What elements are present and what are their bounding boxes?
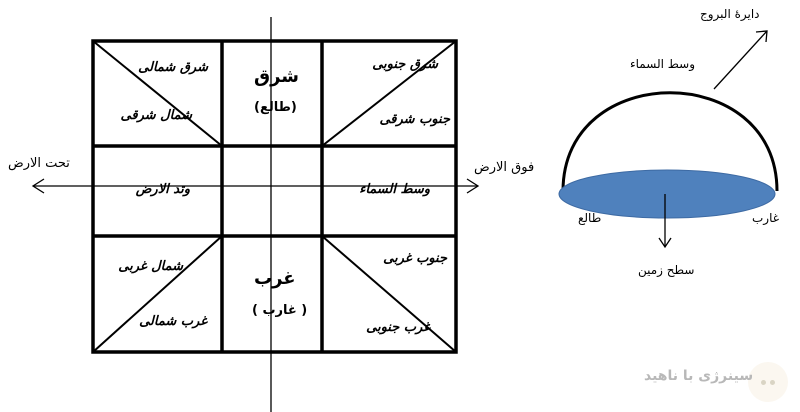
label-imum-coeli: وتد الارض [135, 182, 190, 197]
label-west-south: غرب جنوبی [366, 320, 430, 335]
label-setting: غارب [752, 211, 780, 225]
arrow-up-right-icon [755, 30, 768, 43]
arrow-left-icon [31, 178, 45, 194]
label-north-east: شمال شرقی [120, 108, 192, 123]
axes [31, 17, 480, 412]
label-rising: طالع [578, 211, 602, 225]
label-east: شرق [254, 66, 299, 87]
label-east-south: شرق جنوبی [372, 57, 438, 72]
label-north-west: شمال غربی [118, 259, 183, 274]
label-below-earth: تحت الارض [8, 156, 70, 171]
label-south-west: جنوب غربی [383, 251, 447, 266]
label-earth-surface: سطح زمین [638, 263, 695, 277]
label-above-earth: فوق الارض [474, 160, 535, 175]
watermark-logo-icon [748, 362, 788, 402]
earth-surface-ellipse [558, 169, 776, 219]
astrology-house-grid [91, 39, 458, 354]
label-dome-midheaven: وسط السماء [630, 57, 695, 71]
label-midheaven: وسط السماء [359, 182, 430, 197]
celestial-dome [558, 30, 779, 249]
label-ecliptic: دایرهٔ البروج [700, 7, 760, 21]
label-ascendant: (طالع) [254, 100, 297, 115]
watermark-text: سینرژی با ناهید [644, 368, 754, 384]
label-west-north: غرب شمالی [139, 314, 207, 329]
label-west: غرب [254, 268, 296, 289]
arrow-right-icon [466, 178, 480, 194]
label-east-north: شرق شمالی [138, 60, 208, 75]
arrow-down-icon [658, 237, 672, 249]
label-descendant: ( غارب ) [252, 303, 308, 318]
label-south-east: جنوب شرقی [379, 112, 450, 127]
